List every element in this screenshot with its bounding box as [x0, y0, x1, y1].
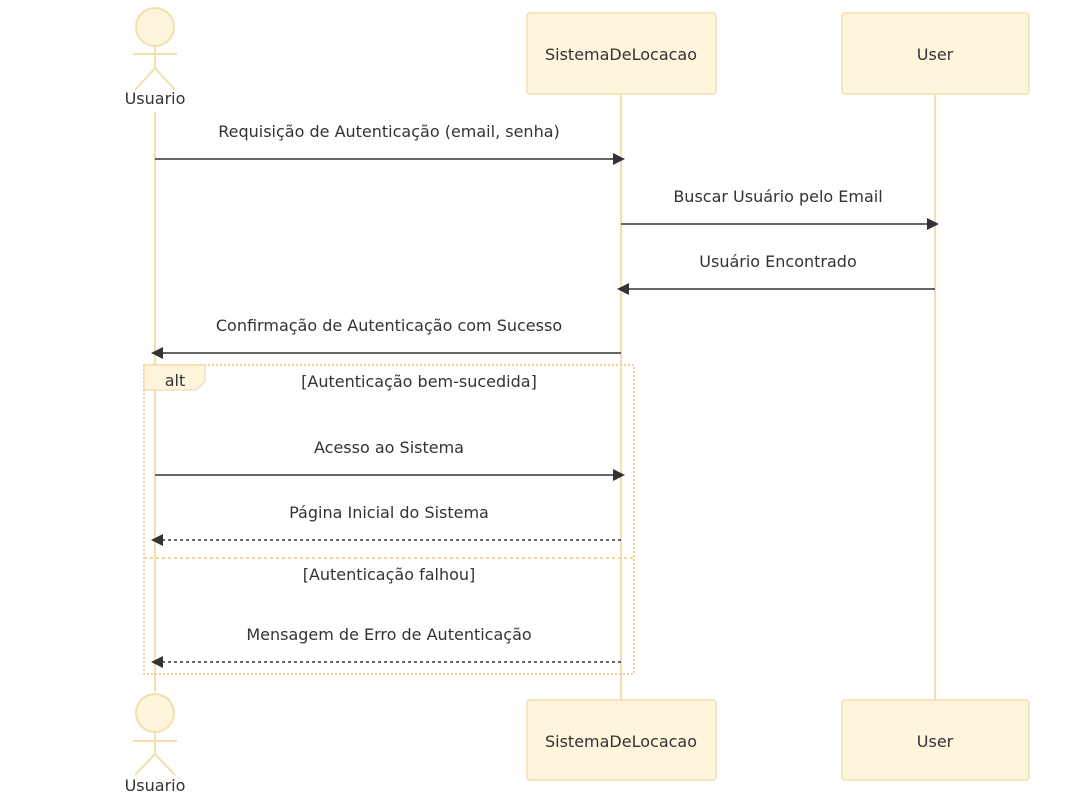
- participant-sistema-bottom: SistemaDeLocacao: [526, 699, 717, 781]
- message-label: Mensagem de Erro de Autenticação: [246, 625, 531, 644]
- participant-label: User: [917, 732, 954, 751]
- message-label: Página Inicial do Sistema: [289, 503, 489, 522]
- participant-label: SistemaDeLocacao: [545, 732, 697, 751]
- message-label: Acesso ao Sistema: [314, 438, 464, 457]
- actor-usuario-top: Usuario: [125, 7, 186, 108]
- actor-label: Usuario: [125, 776, 186, 795]
- message-label: Buscar Usuário pelo Email: [673, 187, 882, 206]
- message-label: Usuário Encontrado: [699, 252, 856, 271]
- actor-head-icon: [135, 7, 175, 47]
- alt-fragment: alt [Autenticação bem-sucedida] [Autenti…: [143, 364, 635, 675]
- actor-head-icon: [135, 693, 175, 733]
- alt-condition: [Autenticação bem-sucedida]: [301, 372, 537, 391]
- actor-usuario-bottom: Usuario: [125, 693, 186, 795]
- alt-label-tab: [143, 364, 206, 391]
- participant-label: User: [917, 45, 954, 64]
- participant-user-bottom: User: [841, 699, 1030, 781]
- participant-label: SistemaDeLocacao: [545, 45, 697, 64]
- actor-label: Usuario: [125, 89, 186, 108]
- participant-user-top: User: [841, 12, 1030, 95]
- message-label: Requisição de Autenticação (email, senha…: [218, 122, 560, 141]
- alt-keyword: alt: [165, 371, 186, 390]
- message-label: Confirmação de Autenticação com Sucesso: [216, 316, 562, 335]
- participant-sistema-top: SistemaDeLocacao: [526, 12, 717, 95]
- alt-condition: [Autenticação falhou]: [303, 565, 476, 584]
